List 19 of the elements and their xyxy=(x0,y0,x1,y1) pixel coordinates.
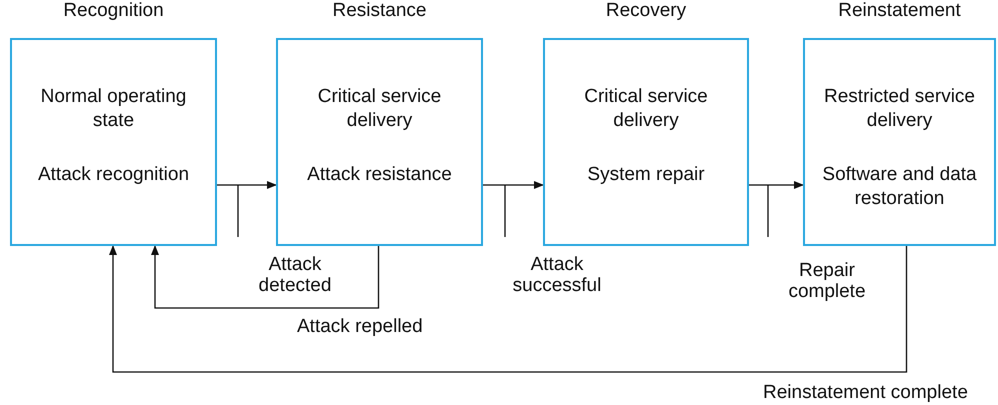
arrow xyxy=(151,245,380,309)
state-label: Critical service delivery xyxy=(316,85,442,133)
edge-label: Reinstatement complete xyxy=(763,382,968,403)
stage-heading: Recognition xyxy=(62,0,165,22)
arrow xyxy=(748,181,804,238)
activity-label: System repair xyxy=(586,163,706,187)
activity-label: Attack resistance xyxy=(306,163,453,187)
stage-heading: Reinstatement xyxy=(837,0,962,22)
arrow xyxy=(482,181,544,238)
state-label: Critical service delivery xyxy=(583,85,709,133)
state-label: Normal operating state xyxy=(40,85,188,133)
state-label: Restricted service delivery xyxy=(823,85,976,133)
stage-heading: Recovery xyxy=(604,0,688,22)
edge-label: Attack repelled xyxy=(297,316,423,337)
stage-heading: Resistance xyxy=(332,0,428,22)
arrow xyxy=(216,181,277,238)
activity-label: Attack recognition xyxy=(36,163,190,187)
activity-label: Software and data restoration xyxy=(821,163,978,211)
arrow xyxy=(109,245,908,373)
